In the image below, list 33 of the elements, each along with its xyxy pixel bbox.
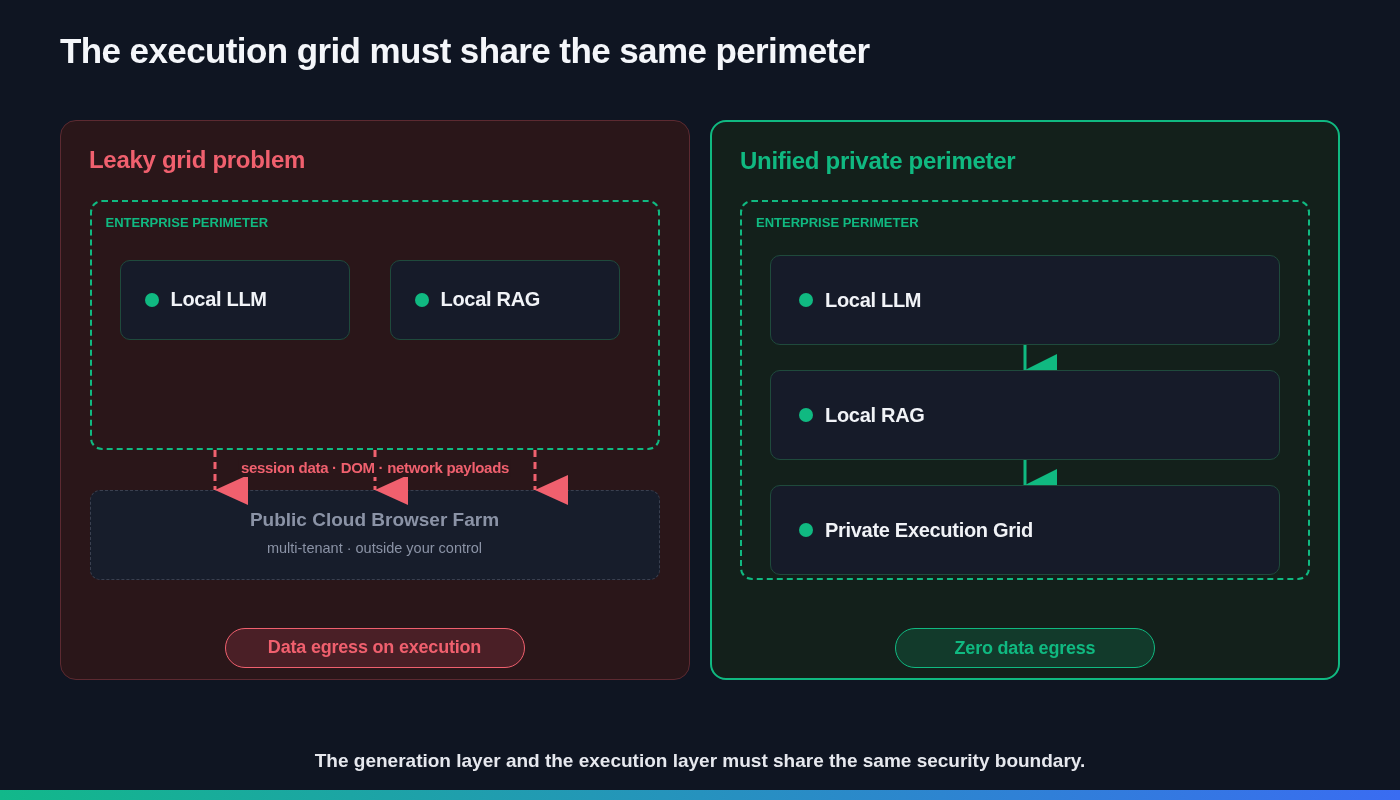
diagram-title: The execution grid must share the same perimeter: [60, 31, 870, 71]
outcome-pill: [224, 627, 525, 668]
outcome-label: Zero data egress: [954, 637, 1096, 659]
component-box: [389, 259, 620, 340]
comparison-panel: [60, 120, 690, 680]
component-label: Local RAG: [440, 288, 541, 311]
component-label: Private Execution Grid: [825, 518, 1033, 542]
edge-label: session data · DOM · network payloads: [238, 459, 512, 477]
outcome-pill: [895, 628, 1155, 668]
panel-title: Leaky grid problem: [89, 146, 305, 174]
panel-title: Unified private perimeter: [740, 147, 1016, 175]
perimeter-boundary: [740, 200, 1310, 580]
cloud-farm-box: [89, 489, 660, 580]
dashed-arrow: [373, 450, 408, 505]
component-box: [770, 370, 1280, 460]
arrow: [1023, 460, 1057, 485]
outcome-label: Data egress on execution: [267, 637, 482, 658]
component-label: Local RAG: [825, 403, 925, 427]
component-box: [770, 255, 1280, 345]
perimeter-boundary: [89, 199, 660, 450]
component-box: [119, 259, 350, 340]
perimeter-label: ENTERPRISE PERIMETER: [756, 215, 919, 230]
caption-text: The generation layer and the execution layer must share the same security boundary.: [314, 750, 1086, 772]
farm-subtitle: multi-tenant · outside your control: [266, 540, 483, 556]
component-label: Local LLM: [825, 288, 922, 312]
farm-title: Public Cloud Browser Farm: [249, 509, 500, 531]
comparison-panel: [710, 120, 1340, 680]
dashed-arrow: [213, 450, 248, 505]
arrow: [1023, 345, 1057, 370]
component-label: Local LLM: [170, 288, 267, 311]
component-box: [770, 485, 1280, 575]
dashed-arrow: [533, 450, 568, 505]
perimeter-label: ENTERPRISE PERIMETER: [105, 214, 269, 230]
